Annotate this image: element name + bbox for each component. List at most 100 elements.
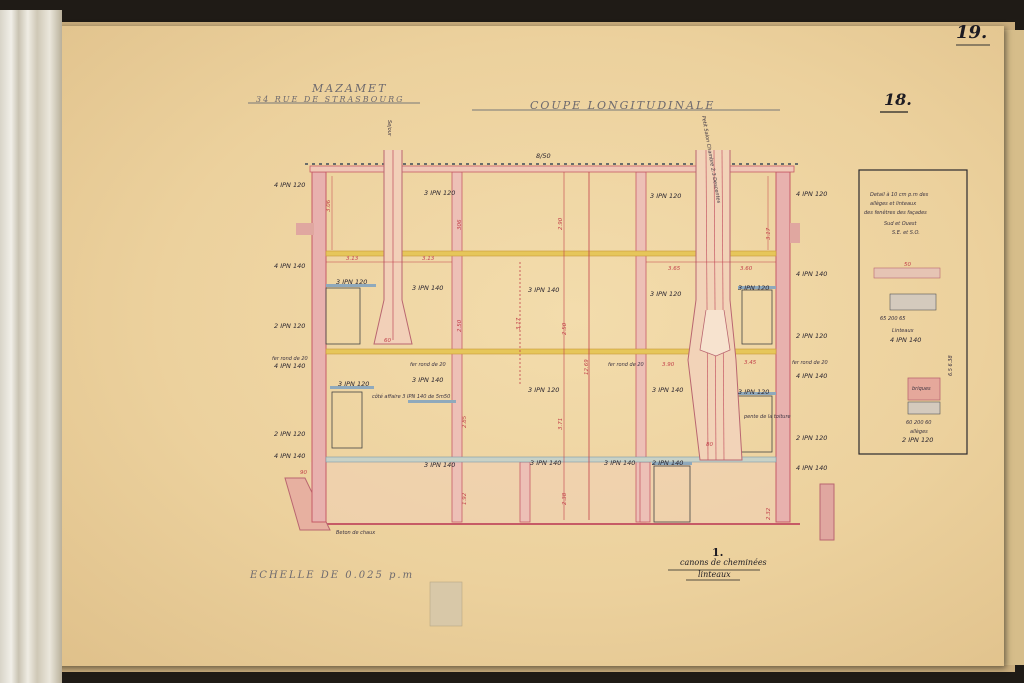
ipn-2a: 3 IPN 120 [336, 278, 367, 286]
ipn-3e: 3 IPN 120 [738, 388, 769, 396]
beam-b [738, 286, 776, 289]
detail-title-1: Detail à 10 cm p.m des [870, 191, 929, 198]
dim-level-4: 3.71 [558, 418, 564, 430]
span-a: 3.13 [346, 256, 359, 262]
ipn-4c: 3 IPN 140 [604, 459, 635, 467]
span-b: 3.13 [422, 256, 435, 262]
ipn-4d: 2 IPN 140 [652, 459, 683, 467]
opening-1 [325, 287, 361, 345]
detail-sub-dims: 65 200 65 [880, 316, 905, 322]
caption-line-2: linteaux [698, 570, 731, 579]
ipn-3a: 3 IPN 120 [338, 380, 369, 388]
address-label: 34 RUE DE STRASBOURG [256, 95, 405, 104]
ipn-top-mid: 3 IPN 120 [424, 189, 455, 197]
foundation-fill [310, 462, 790, 524]
beam-label-right-6: 4 IPN 140 [796, 464, 827, 472]
column-4 [639, 461, 651, 523]
column-3 [519, 461, 531, 523]
floor-3 [325, 456, 777, 463]
ipn-2b: 3 IPN 140 [412, 284, 443, 292]
detail-title-4: Sud et Ouest [884, 221, 918, 227]
opening-2 [331, 391, 363, 449]
dim-left-3: 2.50 [562, 322, 568, 335]
ipn-2d: 3 IPN 120 [650, 290, 681, 298]
dim-mid-text: 3.17 [516, 317, 522, 330]
ipn-3b: 3 IPN 140 [412, 376, 443, 384]
dim-left-5: 1.92 [462, 492, 468, 505]
beam-d [408, 400, 456, 403]
ipn-4b: 3 IPN 140 [530, 459, 561, 467]
fer-rond-mid: fer rond de 20 [410, 362, 446, 368]
caption-number: 1. [712, 546, 724, 559]
detail-lintel-top [873, 267, 941, 279]
beam-label-right-1: 4 IPN 120 [796, 190, 827, 198]
ipn-3d: 3 IPN 140 [652, 386, 683, 394]
span-c: 3.65 [668, 266, 681, 272]
opening-3 [741, 289, 773, 345]
detail-brique: briques [912, 386, 931, 392]
beam-label-left-6: 4 IPN 140 [274, 452, 305, 460]
detail-title-2: allèges et linteaux [870, 200, 916, 207]
cote-note: côté affaire 3 IPN 140 de 5m50 [372, 393, 450, 400]
ipn-2e: 3 IPN 120 [738, 284, 769, 292]
sheet-number: 18. [884, 90, 912, 109]
detail-title-3: des fenêtres des façades [864, 209, 927, 216]
beam-a [326, 284, 376, 287]
dim-small-2: 60 [384, 338, 391, 344]
beam-label-left-1: 4 IPN 120 [274, 181, 305, 189]
beam-label-right-2: 4 IPN 140 [796, 270, 827, 278]
beam-label-left-3: 2 IPN 120 [274, 322, 305, 330]
dim-total-text: 12.69 [584, 359, 590, 375]
detail-sill-ipn [907, 401, 941, 415]
book-binding [0, 10, 62, 683]
footing-right [819, 483, 835, 541]
beam-label-left-5: 2 IPN 120 [274, 430, 305, 438]
fer-rond-right: fer rond de 20 [792, 360, 828, 366]
dim-level-1: 306 [457, 219, 463, 230]
drawing-title: COUPE LONGITUDINALE [530, 99, 716, 112]
ledge-right [790, 223, 800, 243]
opening-4 [737, 395, 773, 453]
detail-box [858, 169, 968, 455]
span-f: 3.45 [744, 360, 757, 366]
dim-small-3: 80 [706, 442, 713, 448]
caption-line-1: canons de cheminées [680, 558, 767, 567]
dim-level-3: 2.50 [457, 319, 463, 332]
beton-label: Beton de chaux [336, 530, 375, 536]
detail-alleges: allèges [910, 428, 928, 435]
roof-label: 8/50 [536, 152, 551, 160]
dim-right-2: 2.32 [766, 507, 772, 520]
paper-patch [429, 581, 463, 627]
detail-linteaux: Linteaux [892, 328, 914, 334]
detail-side-dim: 6.5 6.38 [948, 355, 954, 376]
chimney-left-label: Sejour [386, 120, 392, 137]
scale-label: ECHELLE DE 0.025 p.m [250, 570, 415, 581]
page-edge-right [1000, 30, 1024, 665]
ledge-left [296, 223, 314, 235]
beam-label-right-5: 2 IPN 120 [796, 434, 827, 442]
dim-right-1: 3.17 [766, 227, 772, 240]
beam-label-left-4: 4 IPN 140 [274, 362, 305, 370]
pente-note: pente de la toiture [743, 414, 791, 420]
detail-linteaux-ipn: 4 IPN 140 [890, 336, 921, 344]
detail-bottom-dims: 60 200 60 [906, 420, 931, 426]
ipn-3c: 3 IPN 120 [528, 386, 559, 394]
drawing-sheet [42, 26, 1004, 666]
ipn-4a: 3 IPN 140 [424, 461, 455, 469]
span-d: 3.60 [740, 266, 753, 272]
ipn-top-right: 3 IPN 120 [650, 192, 681, 200]
detail-brick [907, 377, 941, 401]
dim-level-2: 2.90 [558, 217, 564, 230]
dim-level-5: 2.38 [562, 492, 568, 505]
opening-5 [653, 465, 691, 523]
wall-left [311, 171, 327, 523]
beam-c [330, 386, 374, 389]
dim-small-1: 90 [300, 470, 307, 476]
beam-label-right-3: 2 IPN 120 [796, 332, 827, 340]
page-number: 19. [956, 22, 988, 43]
beam-f [652, 462, 692, 465]
detail-lintel-ipn [889, 293, 937, 311]
town-label: MAZAMET [312, 82, 388, 95]
floor-1 [325, 250, 777, 257]
